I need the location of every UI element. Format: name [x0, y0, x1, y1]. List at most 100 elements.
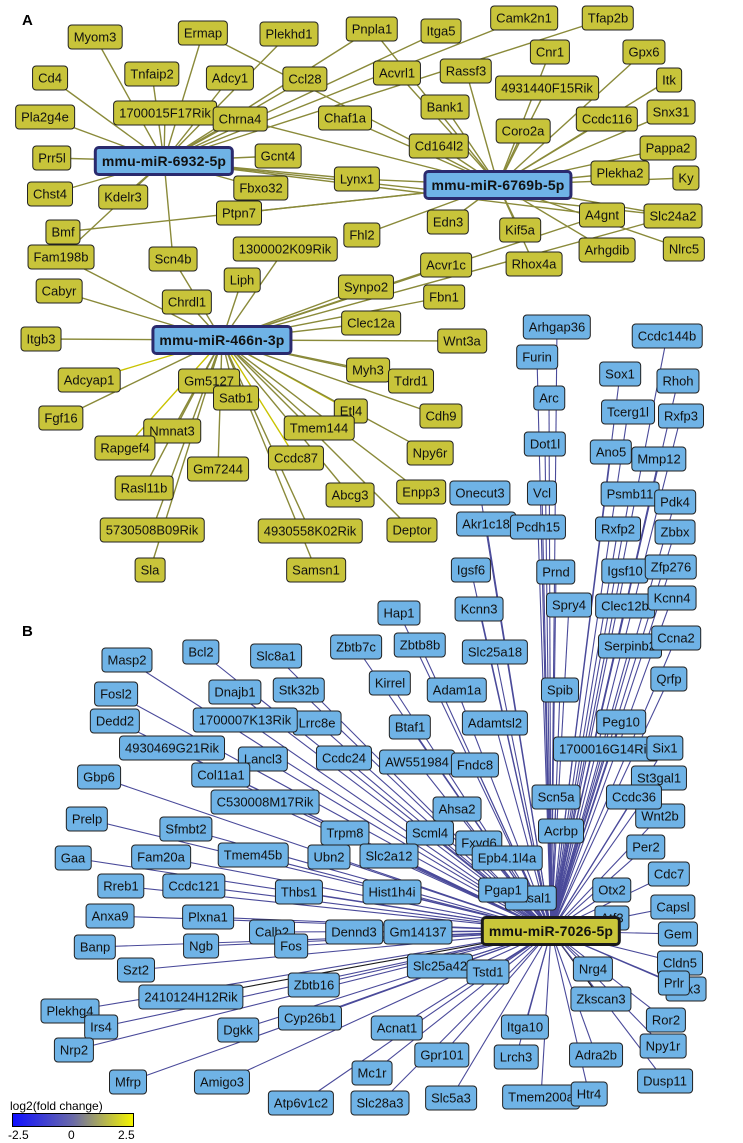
gene-node-trpm8: Trpm8: [320, 820, 370, 846]
gene-node-kcnn3: Kcnn3: [454, 596, 504, 622]
gene-node-cldn5: Cldn5: [657, 950, 703, 976]
gene-node-mfrp: Mfrp: [109, 1069, 147, 1095]
gene-node-szt2: Szt2: [116, 957, 156, 983]
gene-node-prnd: Prnd: [536, 559, 576, 585]
edge-b: [221, 930, 552, 1083]
panel-a-label: A: [22, 12, 33, 29]
gene-node-enpp3: Enpp3: [396, 479, 446, 505]
mirna-hub-mmu-mir-466n-3p: mmu-miR-466n-3p: [151, 325, 293, 355]
gene-node-rhoh: Rhoh: [656, 368, 700, 394]
legend-min-label: -2.5: [8, 1128, 29, 1142]
gene-node-banp: Banp: [73, 934, 117, 960]
gene-node-coro2a: Coro2a: [495, 118, 551, 144]
gene-node-ahsa2: Ahsa2: [432, 796, 482, 822]
edge-a: [163, 17, 525, 162]
gene-node-acnat1: Acnat1: [370, 1015, 424, 1041]
gene-node-zfp276: Zfp276: [644, 554, 698, 580]
gene-node-tdrd1: Tdrd1: [388, 368, 434, 394]
gene-node-dennd3: Dennd3: [325, 919, 383, 945]
edge-a: [124, 339, 223, 449]
gene-node-dot1l: Dot1l: [523, 431, 567, 457]
gene-node-pgap1: Pgap1: [478, 877, 528, 903]
gene-node-kif5a: Kif5a: [499, 217, 541, 243]
gene-node-fhl2: Fhl2: [343, 222, 381, 248]
edge-a: [396, 72, 499, 186]
edge-b: [550, 796, 635, 932]
gene-node-acvr1c: Acvr1c: [420, 252, 472, 278]
gene-node-synpo2: Synpo2: [337, 274, 395, 300]
gene-node-adam1a: Adam1a: [426, 677, 488, 703]
gene-node-thbs1: Thbs1: [274, 879, 324, 905]
gene-node-chrna4: Chrna4: [212, 106, 268, 132]
gene-node-adra2b: Adra2b: [569, 1042, 623, 1068]
gene-node-gm7244: Gm7244: [187, 456, 249, 482]
gene-node-gm14137: Gm14137: [383, 919, 453, 945]
gene-node-4930558k02rik: 4930558K02Rik: [257, 518, 363, 544]
gene-node-npy1r: Npy1r: [639, 1033, 687, 1059]
gene-node-fbn1: Fbn1: [423, 284, 465, 310]
gene-node-slc24a2: Slc24a2: [643, 203, 703, 229]
gene-node-tmem200a: Tmem200a: [502, 1084, 580, 1110]
gene-node-sla: Sla: [134, 557, 166, 583]
gene-node-samsn1: Samsn1: [286, 557, 346, 583]
gene-node-mmp12: Mmp12: [631, 446, 687, 472]
gene-node-fgf16: Fgf16: [38, 405, 84, 431]
panel-b-label: B: [22, 623, 33, 640]
gene-node-zkscan3: Zkscan3: [570, 986, 632, 1012]
edge-b: [550, 830, 562, 932]
gene-node-slc8a1: Slc8a1: [250, 643, 302, 669]
gene-node-chrdl1: Chrdl1: [161, 289, 213, 315]
gene-node-gem: Gem: [657, 921, 699, 947]
gene-node-hist1h4i: Hist1h4i: [362, 879, 422, 905]
gene-node-lrch3: Lrch3: [493, 1044, 539, 1070]
gene-node-bmf: Bmf: [45, 219, 81, 245]
edge-a: [94, 36, 165, 162]
gene-node-myh3: Myh3: [346, 357, 390, 383]
gene-node-ubn2: Ubn2: [307, 844, 351, 870]
gene-node-ccdc121: Ccdc121: [162, 873, 226, 899]
gene-node-masp2: Masp2: [101, 647, 153, 673]
gene-node-zbbx: Zbbx: [654, 519, 696, 545]
gene-node-slc2a12: Slc2a12: [359, 843, 419, 869]
gene-node-kdelr3: Kdelr3: [98, 184, 148, 210]
gene-node-bank1: Bank1: [420, 94, 470, 120]
gene-node-ccdc87: Ccdc87: [267, 445, 325, 471]
gene-node-bcl2: Bcl2: [182, 639, 220, 665]
gene-node-ccdc24: Ccdc24: [315, 745, 373, 771]
edge-a: [221, 248, 286, 341]
mirna-hub-mmu-mir-7026-5p: mmu-miR-7026-5p: [480, 916, 622, 946]
gene-node-akr1c18: Akr1c18: [456, 511, 516, 537]
edge-b: [540, 930, 552, 1098]
edge-a: [497, 51, 645, 186]
mirna-hub-mmu-mir-6769b-5p: mmu-miR-6769b-5p: [423, 170, 573, 200]
gene-node-sox1: Sox1: [599, 361, 641, 387]
edge-a: [465, 70, 499, 186]
gene-node-ptpn7: Ptpn7: [216, 200, 262, 226]
legend-color-bar: [12, 1113, 134, 1127]
edge-a: [221, 339, 297, 459]
edge-b: [450, 930, 552, 1099]
gene-node-tfap2b: Tfap2b: [581, 5, 635, 31]
gene-node-gcnt4: Gcnt4: [254, 143, 302, 169]
gene-node-rasl11b: Rasl11b: [114, 475, 174, 501]
gene-node-prlr: Prlr: [657, 970, 691, 996]
gene-node-rreb1: Rreb1: [97, 873, 145, 899]
edge-b: [371, 930, 552, 1074]
gene-node-tcerg1l: Tcerg1l: [601, 399, 655, 425]
edge-b: [441, 930, 552, 1056]
edge-b: [379, 930, 552, 1104]
gene-node-abcg3: Abcg3: [325, 482, 375, 508]
gene-node-scn4b: Scn4b: [148, 246, 198, 272]
gene-node-stk32b: Stk32b: [272, 677, 326, 703]
gene-node-fos: Fos: [274, 933, 308, 959]
gene-node-dgkk: Dgkk: [217, 1017, 259, 1043]
gene-node-fam20a: Fam20a: [131, 844, 191, 870]
gene-node-arhgdib: Arhgdib: [578, 237, 636, 263]
gene-node-camk2n1: Camk2n1: [490, 5, 558, 31]
gene-node-cd164l2: Cd164l2: [408, 133, 470, 159]
edge-a: [221, 339, 431, 454]
edge-b: [537, 526, 552, 932]
edge-b: [550, 605, 626, 932]
gene-node-tmem45b: Tmem45b: [217, 842, 289, 868]
